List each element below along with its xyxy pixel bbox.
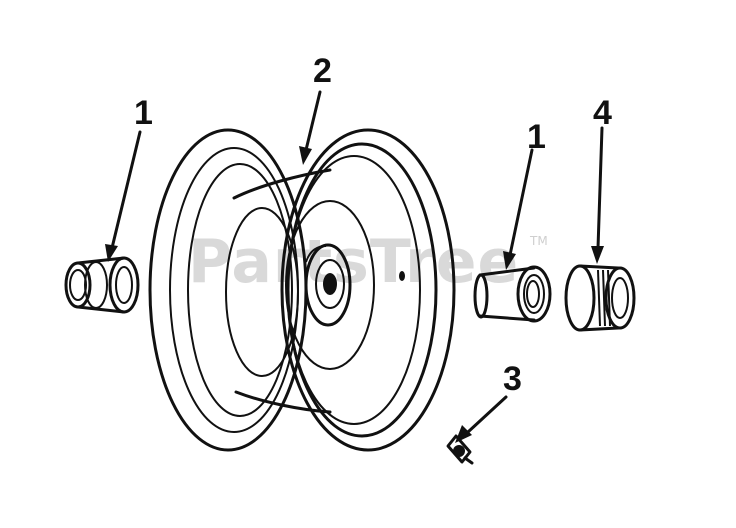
wheel-part[interactable] <box>148 128 456 452</box>
callout-2: 2 <box>313 52 332 90</box>
bushing-right-part[interactable] <box>473 265 552 323</box>
watermark: PartsTree <box>188 227 519 297</box>
bushing-left-part[interactable] <box>64 256 140 314</box>
callout-1-left: 1 <box>134 94 153 132</box>
callout-1-right: 1 <box>527 118 546 156</box>
callout-3: 3 <box>503 360 522 398</box>
watermark-trademark: TM <box>529 234 548 248</box>
bearing-part[interactable] <box>564 264 636 332</box>
callout-4: 4 <box>593 94 612 132</box>
leader-arrows <box>105 90 604 443</box>
grease-fitting-part[interactable] <box>446 434 474 465</box>
